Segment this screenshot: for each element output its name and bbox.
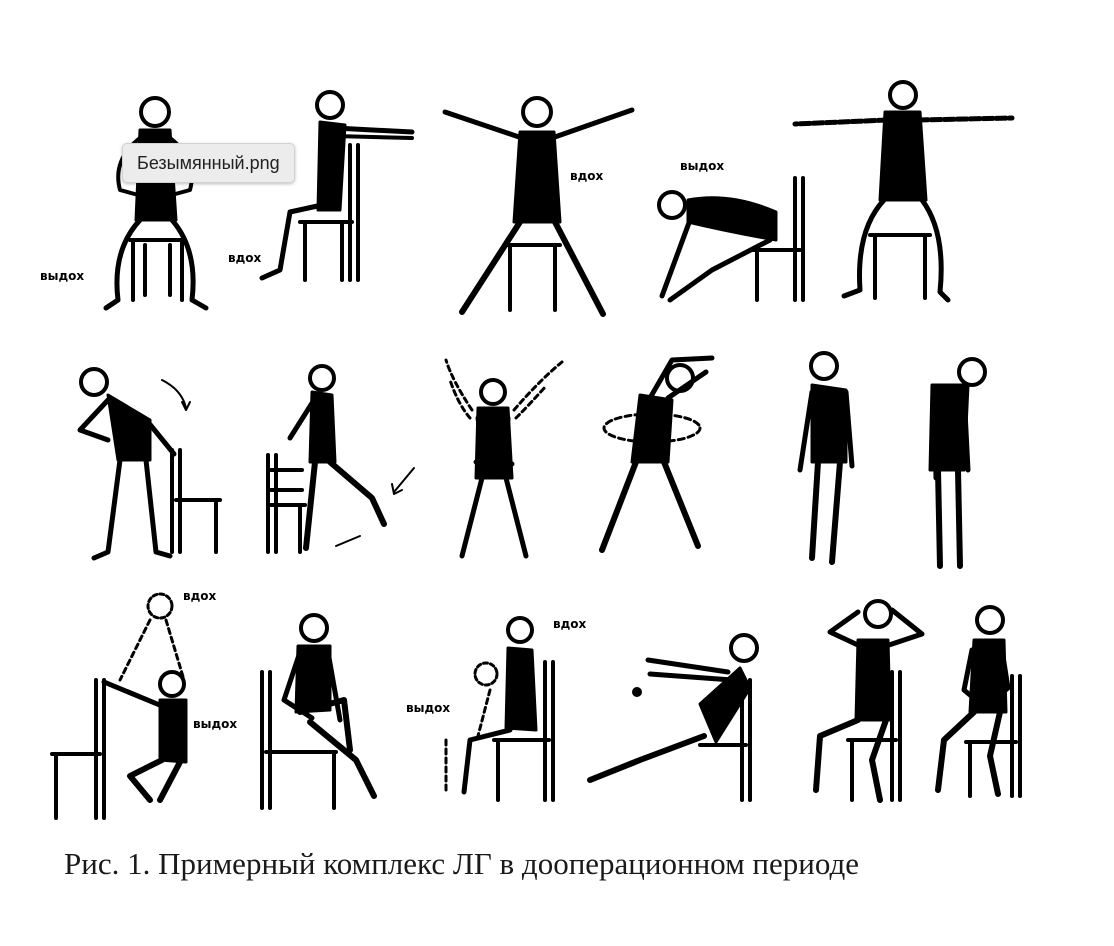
- chair: [298, 143, 360, 282]
- figure-13-seated-knee-to-chest: [260, 613, 377, 810]
- label-exhale-1: выдох: [40, 269, 84, 283]
- figure-1-seated-hands-on-hips: [103, 96, 209, 311]
- filename-tooltip: Безымянный.png: [122, 143, 295, 183]
- figure-17-seated-hands-on-shoulders: [935, 605, 1022, 798]
- label-exhale-4: выдох: [680, 159, 724, 173]
- chair: [50, 678, 106, 820]
- figure-caption: Рис. 1. Примерный комплекс ЛГ в дооперац…: [64, 846, 860, 881]
- figure-12-squat-at-chair: [50, 592, 188, 820]
- chair: [170, 448, 222, 554]
- figure-3-standing-arms-spread: [442, 96, 635, 317]
- figure-4-seated-forward-bend: [657, 176, 805, 303]
- label-inhale-3: вдох: [570, 169, 604, 183]
- figure-7-leg-swing-back: [266, 364, 415, 554]
- figure-11-standing-head-bowed: [928, 357, 987, 569]
- chair: [868, 233, 932, 300]
- figure-16-seated-hands-behind-head: [813, 599, 925, 803]
- label-exhale-12: выдох: [193, 717, 237, 731]
- chair: [846, 670, 902, 802]
- chair: [503, 243, 562, 312]
- chair: [266, 453, 307, 554]
- chair: [964, 674, 1022, 798]
- label-inhale-12: вдох: [183, 589, 217, 603]
- figure-6-standing-side-bend: [77, 367, 222, 561]
- figure-8-arms-crossed-raise: [444, 358, 564, 559]
- chair: [260, 670, 338, 810]
- label-inhale-2: вдох: [228, 251, 262, 265]
- figure-9-side-stretch: [599, 355, 715, 553]
- figure-5-seated-arms-sideways: [792, 80, 1015, 303]
- figure-10-standing-upright: [797, 351, 855, 565]
- figure-15-reclined-arms-forward: [587, 633, 759, 802]
- chair: [492, 660, 555, 802]
- figure-14-seated-lean: [444, 616, 555, 802]
- figure-2-seated-arms-forward: [259, 90, 415, 282]
- chair: [748, 176, 805, 302]
- chair: [128, 238, 187, 302]
- label-inhale-14: вдох: [553, 617, 587, 631]
- label-exhale-14: выдох: [406, 701, 450, 715]
